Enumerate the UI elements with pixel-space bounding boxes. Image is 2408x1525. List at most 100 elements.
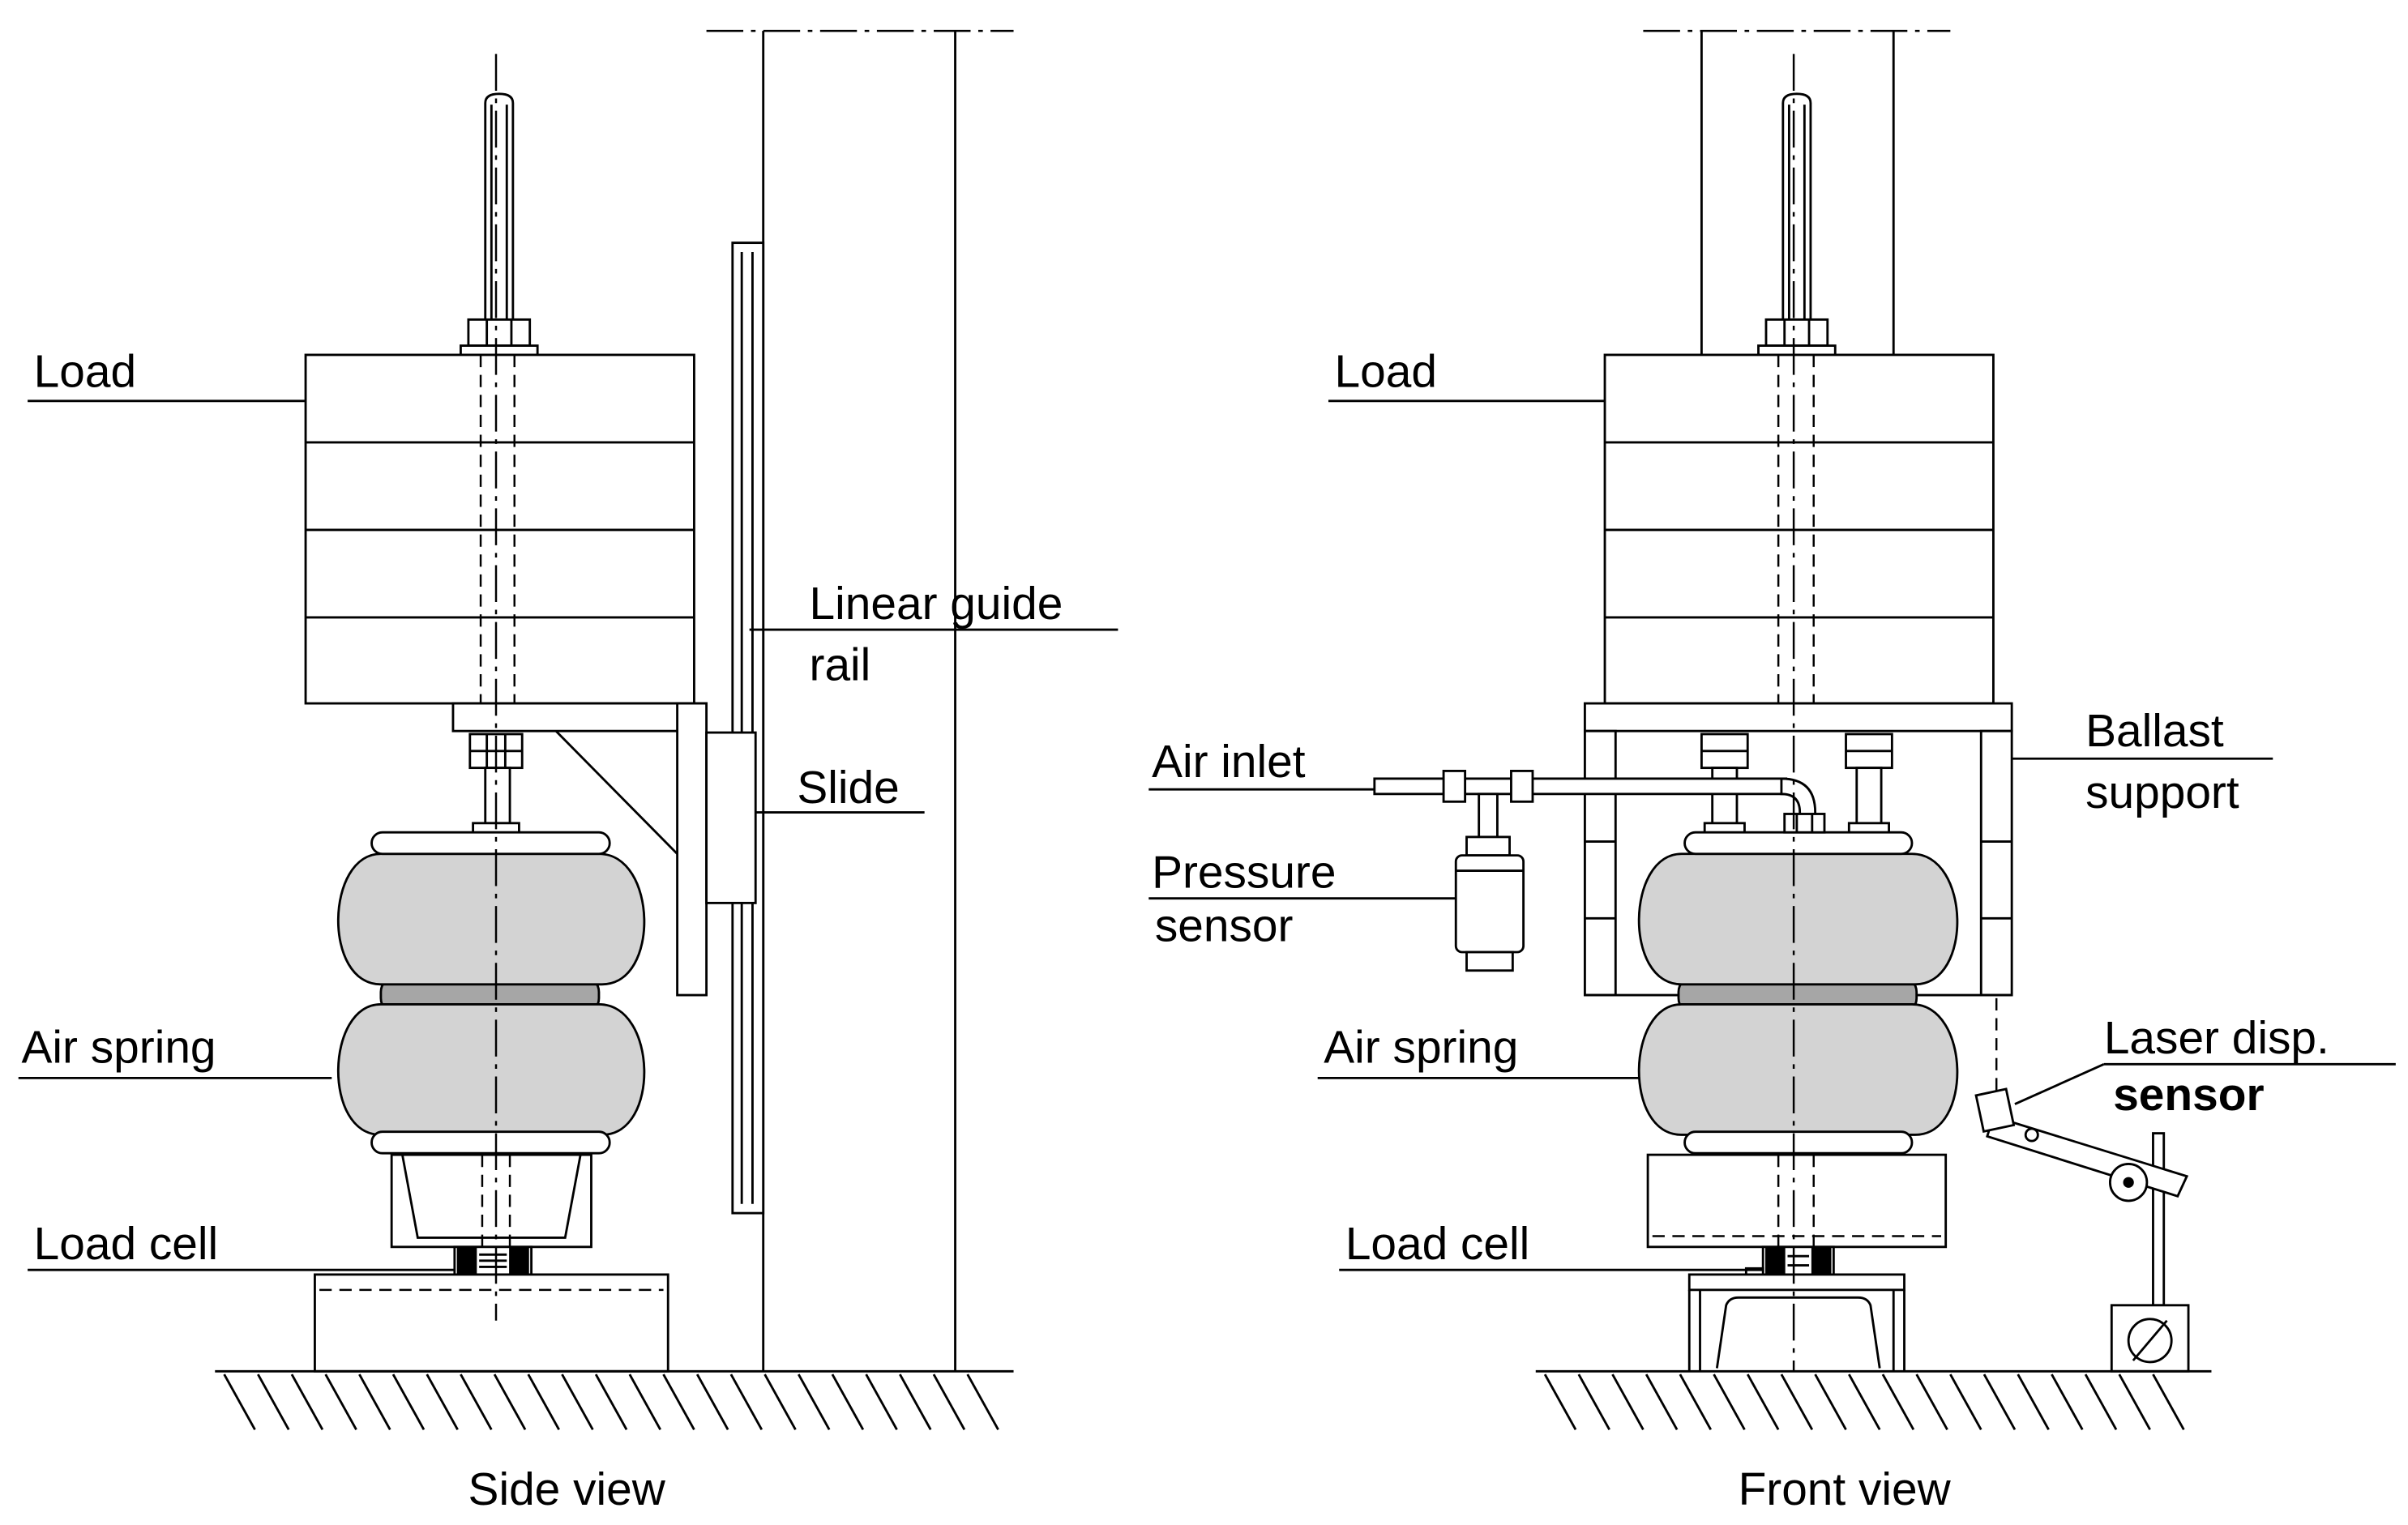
ground-hatching bbox=[223, 1373, 999, 1430]
label-linear-guide-rail: Linear guide rail bbox=[749, 579, 1118, 691]
label-air-inlet: Air inlet bbox=[1148, 737, 1375, 791]
ground-hatch-line bbox=[493, 1373, 527, 1430]
linear-guide-rail bbox=[731, 241, 765, 1215]
ground-hatch-line bbox=[1747, 1373, 1780, 1430]
top-nut bbox=[460, 318, 539, 357]
pressure-sensor bbox=[1454, 835, 1525, 972]
threaded-rod bbox=[1781, 92, 1812, 327]
ground-hatch-line bbox=[1814, 1373, 1847, 1430]
air-inlet-label: Air inlet bbox=[1152, 737, 1306, 788]
bottom-bead-plate bbox=[370, 1130, 611, 1155]
ground-hatch-line bbox=[561, 1373, 594, 1430]
ballast-leg-right bbox=[1979, 729, 2013, 997]
lower-mount bbox=[1646, 1153, 1948, 1249]
ground-hatch-line bbox=[899, 1373, 932, 1430]
load-cell-thread bbox=[509, 1247, 529, 1274]
bracket-vertical-plate bbox=[676, 702, 708, 997]
base-stand-arch bbox=[1715, 1296, 1881, 1369]
ground-hatch-line bbox=[831, 1373, 865, 1430]
base-block bbox=[314, 1273, 669, 1373]
bellows-lower-lobe bbox=[1637, 1003, 1959, 1136]
label-pressure-sensor: Pressure sensor bbox=[1148, 847, 1456, 952]
ground-hatch-line bbox=[1611, 1373, 1645, 1430]
ballast-leg-left bbox=[1583, 729, 1617, 997]
ground-hatch-line bbox=[2152, 1373, 2185, 1430]
magnetic-base-switch-line bbox=[2132, 1319, 2168, 1361]
rod-body bbox=[484, 92, 515, 327]
ground-hatch-line bbox=[594, 1373, 628, 1430]
rail-body bbox=[731, 241, 765, 1215]
laser-disp-sensor-leader-diagonal bbox=[2014, 1063, 2105, 1105]
load-cell-thread bbox=[456, 1247, 477, 1274]
label-laser-disp-sensor: Laser disp. sensor bbox=[2014, 1013, 2396, 1121]
tee-fitting-right bbox=[1510, 770, 1534, 803]
ground-hatch-line bbox=[628, 1373, 661, 1430]
lower-mount-cup bbox=[401, 1154, 582, 1239]
ground-hatch-line bbox=[1543, 1373, 1577, 1430]
ground-hatch-line bbox=[1645, 1373, 1679, 1430]
air-spring-label: Air spring bbox=[1324, 1022, 1518, 1073]
ground-hatch-line bbox=[2051, 1373, 2084, 1430]
lower-mount-body bbox=[1646, 1153, 1948, 1249]
threaded-rod bbox=[484, 92, 515, 327]
ground-hatch-line bbox=[695, 1373, 729, 1430]
label-load: Load bbox=[1328, 347, 1606, 403]
label-slide: Slide bbox=[755, 762, 925, 814]
ground bbox=[1535, 1369, 2212, 1430]
side-view-caption: Side view bbox=[468, 1464, 666, 1515]
ground-hatch-line bbox=[1713, 1373, 1746, 1430]
label-load: Load bbox=[28, 347, 306, 403]
lower-mount bbox=[390, 1153, 592, 1249]
ballast-top-plate bbox=[1583, 702, 2013, 733]
lower-mount-body bbox=[390, 1153, 592, 1249]
load-cell-thread bbox=[1811, 1247, 1832, 1277]
ground-hatch-line bbox=[358, 1373, 391, 1430]
ground-hatch-line bbox=[2084, 1373, 2118, 1430]
arm-joint bbox=[2024, 1127, 2039, 1143]
slide bbox=[705, 731, 757, 904]
laser-displacement-sensor bbox=[1974, 997, 2190, 1373]
linear-guide-rail-label-line2: rail bbox=[810, 640, 871, 691]
load-cell bbox=[453, 1245, 533, 1276]
pressure-sensor-cap bbox=[1465, 950, 1514, 972]
air-spring-label: Air spring bbox=[22, 1022, 216, 1073]
pressure-sensor-label-line2: sensor bbox=[1155, 901, 1294, 952]
front-view-caption: Front view bbox=[1739, 1464, 1952, 1515]
tee-stem bbox=[1478, 792, 1499, 839]
ballast-support-label-line2: support bbox=[2085, 767, 2239, 818]
nut-body bbox=[1764, 318, 1829, 347]
label-load-cell: Load cell bbox=[1339, 1219, 1764, 1271]
label-air-spring: Air spring bbox=[18, 1022, 332, 1079]
ground-hatching bbox=[1543, 1373, 2185, 1430]
ground-hatch-line bbox=[662, 1373, 695, 1430]
top-bead-plate bbox=[1683, 831, 1914, 856]
nut-body bbox=[467, 318, 532, 347]
label-air-spring: Air spring bbox=[1317, 1022, 1640, 1079]
spring-inlet-fitting bbox=[1783, 813, 1826, 834]
lower-rod bbox=[484, 767, 511, 825]
top-nut bbox=[1757, 318, 1837, 357]
load-cell-label: Load cell bbox=[34, 1219, 218, 1270]
ground-hatch-line bbox=[1577, 1373, 1610, 1430]
slide-label: Slide bbox=[797, 762, 899, 814]
linear-guide-rail-label-line1: Linear guide bbox=[810, 579, 1063, 630]
bellows-upper-lobe bbox=[1637, 852, 1959, 986]
air-inlet-line bbox=[1373, 770, 1826, 839]
bracket-top-plate bbox=[451, 702, 708, 733]
washer bbox=[460, 344, 539, 357]
load-block bbox=[304, 353, 695, 705]
bellows-lower-lobe bbox=[336, 1003, 646, 1136]
ground-hatch-line bbox=[1915, 1373, 1948, 1430]
ground-hatch-line bbox=[223, 1373, 256, 1430]
rod-body bbox=[1781, 92, 1812, 327]
load-block bbox=[1603, 353, 1995, 705]
air-spring bbox=[1637, 831, 1959, 1155]
side-view: Load Linear guide rail Slide Air spring … bbox=[18, 29, 1118, 1515]
ballast-support-label-line1: Ballast bbox=[2085, 706, 2224, 757]
ground-hatch-line bbox=[1949, 1373, 1982, 1430]
column bbox=[762, 31, 956, 1372]
ground-hatch-line bbox=[426, 1373, 459, 1430]
load-label: Load bbox=[34, 347, 136, 398]
ground-hatch-line bbox=[798, 1373, 831, 1430]
